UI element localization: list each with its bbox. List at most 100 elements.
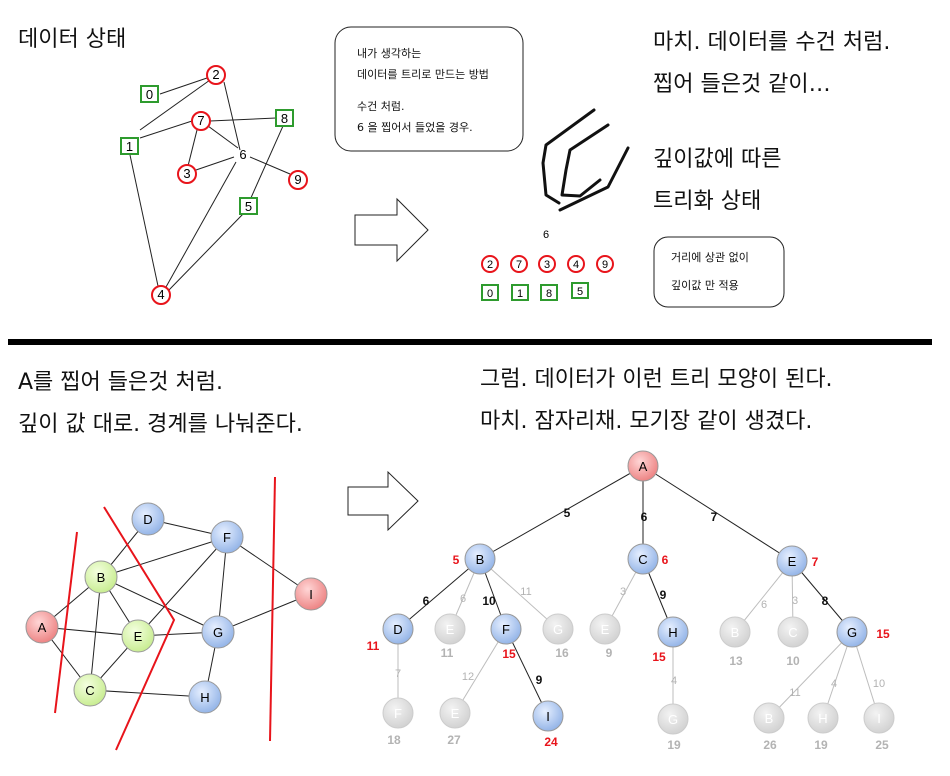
svg-text:D: D	[393, 622, 402, 637]
tree-node-G-gray-2: G	[657, 703, 689, 735]
svg-text:11: 11	[520, 586, 531, 598]
svg-text:8: 8	[822, 594, 829, 608]
svg-text:7: 7	[197, 113, 204, 128]
section-divider	[8, 339, 932, 345]
top-graph-nodes: 2 0 7 8 1 6 3 9 5 4	[120, 65, 308, 305]
graph-node-D: D	[131, 502, 165, 536]
svg-text:0: 0	[487, 288, 493, 300]
svg-text:1: 1	[517, 288, 523, 300]
bottom-right-text-2: 마치. 잠자리채. 모기장 같이 생겼다.	[480, 409, 812, 434]
svg-text:E: E	[788, 554, 797, 569]
graph-node-5: 5	[239, 197, 258, 215]
svg-text:7: 7	[516, 259, 522, 271]
svg-text:D: D	[143, 512, 152, 527]
svg-text:26: 26	[763, 738, 777, 752]
tree-edge-labels: 5 6 7 6 6 10 11 3 9 6 3 8 7 12 9 4 11 4 …	[395, 506, 885, 699]
svg-text:11: 11	[441, 646, 454, 660]
graph-node-9: 9	[288, 170, 308, 190]
svg-text:G: G	[847, 625, 857, 640]
note-line-3: 수건 처럼.	[357, 100, 404, 113]
svg-text:6: 6	[662, 553, 669, 567]
svg-text:3: 3	[620, 586, 626, 598]
svg-text:8: 8	[281, 111, 288, 126]
svg-text:8: 8	[546, 288, 552, 300]
svg-text:H: H	[668, 625, 677, 640]
svg-text:6: 6	[460, 593, 466, 605]
svg-text:2: 2	[212, 67, 219, 82]
tree-node-D: D	[382, 613, 414, 645]
tree-node-B-gray: B	[719, 616, 751, 648]
svg-text:11: 11	[367, 639, 380, 653]
graph-node-0: 0	[140, 85, 159, 103]
svg-text:9: 9	[536, 673, 543, 687]
svg-text:4: 4	[573, 259, 579, 271]
tree-node-B-gray-2: B	[753, 702, 785, 734]
svg-text:7: 7	[395, 668, 401, 680]
tree-node-3: 3	[538, 255, 556, 273]
tree-node-F-gray: F	[382, 697, 414, 729]
tree-node-A-root: A	[627, 450, 659, 482]
tree-node-1: 1	[511, 284, 529, 301]
note-box: 내가 생각하는 데이터를 트리로 만드는 방법 수건 처럼. 6 을 찝어서 들…	[334, 26, 524, 152]
svg-text:H: H	[200, 690, 209, 705]
tree-depth-labels: 5 6 7 11 11 15 16 9 15 13 10 15 18 27 24…	[367, 553, 890, 752]
tree-node-C: C	[627, 543, 659, 575]
pinch-hand-drawing	[541, 108, 630, 212]
svg-text:F: F	[223, 530, 231, 545]
graph-node-2: 2	[206, 65, 226, 85]
tree-node-0: 0	[481, 284, 499, 301]
graph-node-E: E	[121, 619, 155, 653]
graph-node-G: G	[201, 615, 235, 649]
svg-text:B: B	[765, 711, 774, 726]
svg-text:H: H	[818, 711, 827, 726]
svg-text:7: 7	[812, 555, 819, 569]
svg-text:25: 25	[875, 738, 889, 752]
bottom-left-text-2: 깊이 값 대로. 경계를 나눠준다.	[18, 412, 303, 437]
svg-text:3: 3	[544, 259, 550, 271]
svg-text:F: F	[502, 622, 510, 637]
svg-text:B: B	[97, 570, 106, 585]
svg-text:I: I	[546, 709, 550, 724]
svg-text:E: E	[601, 622, 610, 637]
tree-row-1: 2 7 3 4 9	[481, 255, 614, 273]
svg-text:3: 3	[183, 166, 190, 181]
note-line-1: 내가 생각하는	[357, 46, 421, 60]
note2-line-2: 깊이값 만 적용	[671, 279, 739, 292]
tree-node-G-gray: G	[542, 613, 574, 645]
tree-node-E-gray-2: E	[589, 613, 621, 645]
svg-text:E: E	[446, 622, 455, 637]
tree-node-2: 2	[481, 255, 499, 273]
svg-text:4: 4	[671, 675, 677, 687]
svg-text:5: 5	[453, 553, 460, 567]
svg-text:F: F	[394, 706, 402, 721]
svg-text:0: 0	[146, 87, 153, 102]
note-box-2: 거리에 상관 없이 깊이값 만 적용	[653, 236, 785, 308]
svg-text:E: E	[134, 629, 143, 644]
svg-text:10: 10	[873, 678, 885, 690]
svg-text:10: 10	[482, 594, 496, 608]
tree-node-I: I	[532, 700, 564, 732]
svg-text:B: B	[476, 552, 485, 567]
tree-node-H-gray: H	[807, 702, 839, 734]
tree-row-2: 0 1 8 5	[481, 282, 589, 301]
svg-text:24: 24	[544, 735, 558, 749]
tree-node-E-gray: E	[434, 613, 466, 645]
svg-text:7: 7	[711, 510, 718, 524]
svg-text:9: 9	[602, 259, 608, 271]
svg-text:I: I	[877, 711, 881, 726]
tree-node-7: 7	[510, 255, 528, 273]
note-line-2: 데이터를 트리로 만드는 방법	[357, 68, 489, 81]
svg-text:E: E	[451, 706, 460, 721]
svg-text:9: 9	[660, 588, 667, 602]
tree-node-H: H	[657, 616, 689, 648]
svg-text:G: G	[553, 622, 563, 637]
graph-node-3: 3	[177, 164, 197, 184]
svg-text:4: 4	[831, 678, 837, 690]
svg-text:9: 9	[606, 646, 613, 660]
graph-node-C: C	[73, 673, 107, 707]
svg-text:C: C	[638, 552, 647, 567]
svg-text:2: 2	[487, 259, 493, 271]
tree-node-C-gray: C	[777, 616, 809, 648]
tree-nodes: A B C E D E F G E H B C G F E I G B H I	[382, 450, 895, 735]
